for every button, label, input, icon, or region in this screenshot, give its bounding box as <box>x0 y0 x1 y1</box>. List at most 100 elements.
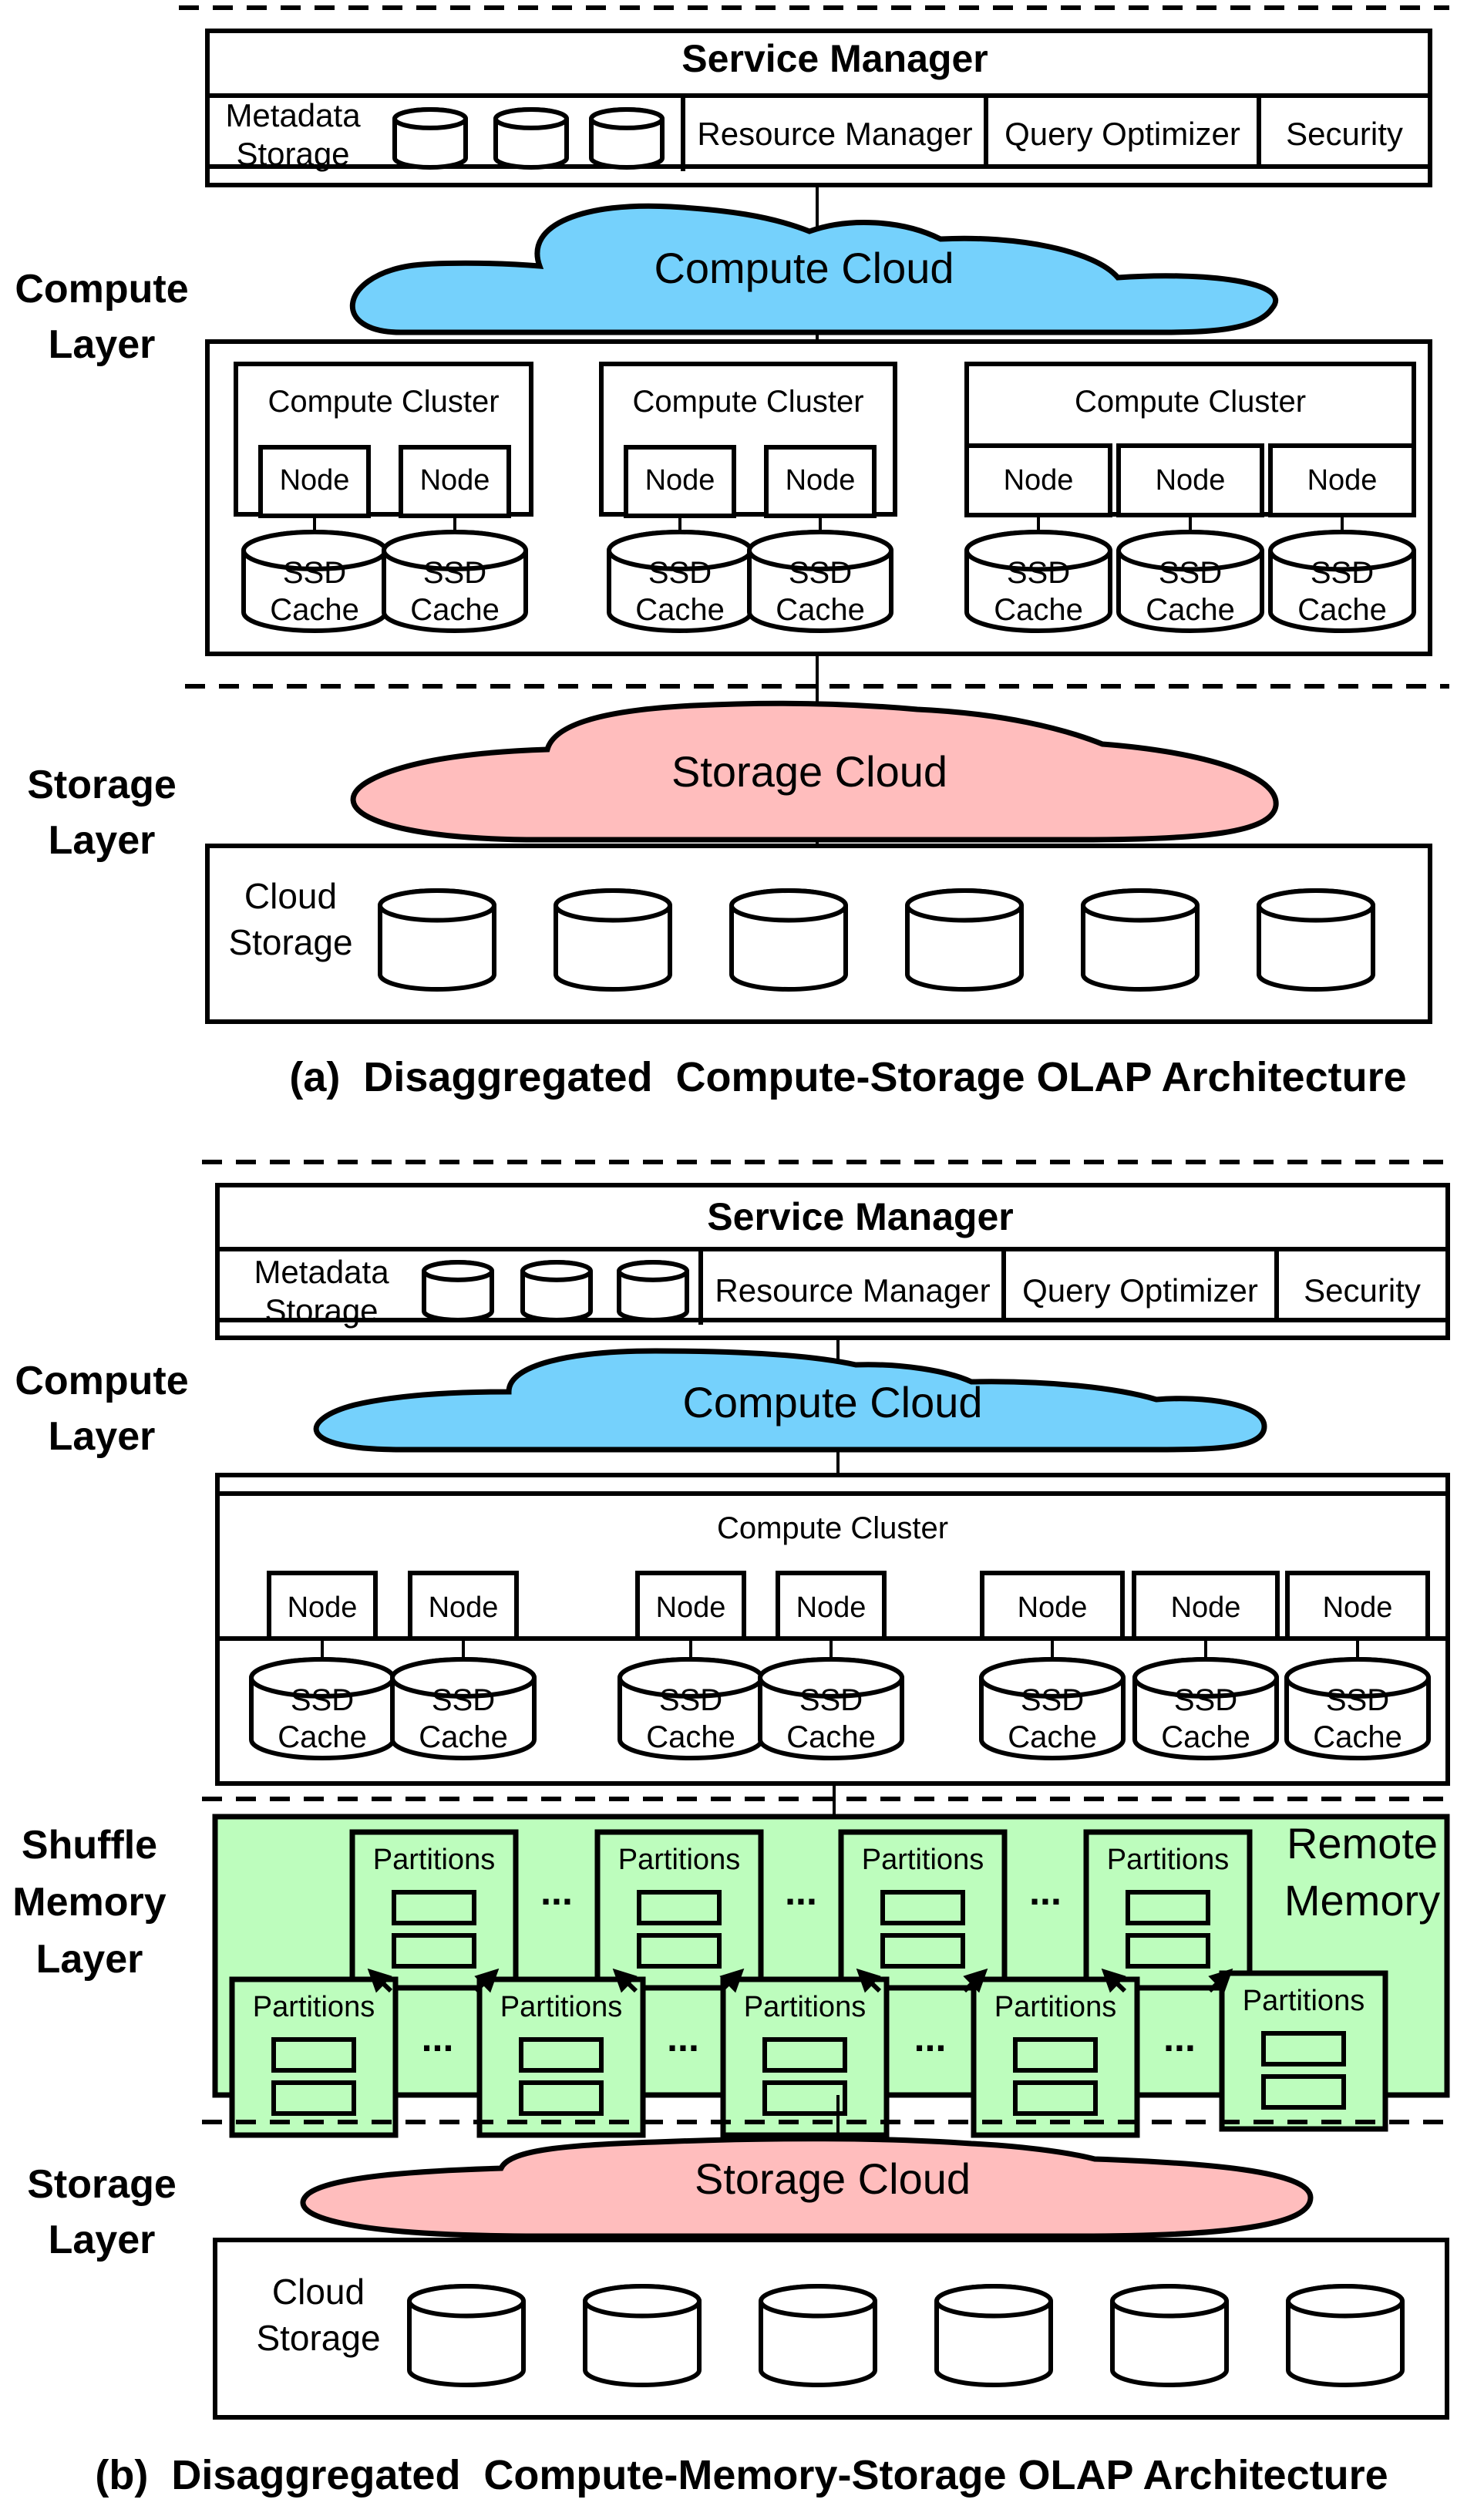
partitions-label: Partitions <box>994 1991 1116 2023</box>
ssd-cache-icon <box>747 530 893 633</box>
shuffle-arrow <box>1207 1968 1233 1993</box>
shuffle-arrow <box>1101 1968 1127 1993</box>
partition-slot <box>392 1933 476 1969</box>
partitions-label: Partitions <box>1243 1985 1365 2017</box>
resource-manager-label: Resource Manager <box>715 1272 990 1309</box>
ssd-cache-icon <box>607 530 753 633</box>
metadata-db-icon <box>422 1260 494 1322</box>
metadata-db-icon <box>520 1260 593 1322</box>
ssd-cache-icon <box>249 1657 395 1760</box>
node-label: Node <box>1156 464 1226 497</box>
partitions-label: Partitions <box>500 1991 622 2023</box>
ssd-cache-icon <box>1268 530 1416 633</box>
storage-db-icon <box>378 888 496 992</box>
partitions-label: Partitions <box>744 1991 866 2023</box>
node-label: Node <box>1018 1592 1088 1624</box>
node-label: Node <box>420 464 490 497</box>
node-label: Node <box>280 464 350 497</box>
node-label: Node <box>429 1592 499 1624</box>
partition-slot <box>271 2080 356 2116</box>
ellipsis: ... <box>540 1870 573 1913</box>
shuffle-arrow <box>612 1968 638 1993</box>
security-label: Security <box>1304 1272 1421 1309</box>
cloud-icon <box>313 1348 1267 1453</box>
shuffle-arrow <box>856 1968 882 1993</box>
node-label: Node <box>1004 464 1074 497</box>
partition-box: Partitions <box>971 1976 1140 2138</box>
ssd-cache-icon <box>1284 1657 1431 1760</box>
partition-slot <box>637 1890 722 1925</box>
compute-cloud: Compute Cloud <box>350 203 1279 335</box>
partition-box: Partitions <box>1219 1970 1388 2132</box>
node-label: Node <box>1307 464 1378 497</box>
ssd-cache-icon <box>964 530 1112 633</box>
ssd-cache-icon <box>1116 530 1264 633</box>
partition-slot <box>1261 2031 1346 2066</box>
storage-db-icon <box>934 2284 1053 2387</box>
storage-db-icon <box>759 2284 877 2387</box>
ssd-cache-icon <box>382 530 528 633</box>
shuffle-arrow <box>367 1968 393 1993</box>
shuffle-arrow <box>962 1968 988 1993</box>
partitions-label: Partitions <box>253 1991 375 2023</box>
metadata-db-icon <box>493 107 569 170</box>
resource-manager-label: Resource Manager <box>697 116 972 152</box>
storage-db-icon <box>729 888 848 992</box>
compute-cloud-label: Compute Cloud <box>682 1378 982 1426</box>
compute-cluster-label: Compute Cluster <box>268 385 499 419</box>
cloud-icon <box>350 700 1279 843</box>
query-optimizer-label: Query Optimizer <box>1022 1272 1258 1309</box>
metadata-databases <box>392 107 665 170</box>
node-label: Node <box>1171 1592 1241 1624</box>
ellipsis: ... <box>1163 2016 1196 2060</box>
metadata-databases <box>422 1260 689 1322</box>
compute-node: Node <box>764 445 877 540</box>
partition-slot <box>762 2037 847 2073</box>
storage-db-icon <box>583 2284 702 2387</box>
node-label: Node <box>645 464 715 497</box>
partitions-label: Partitions <box>862 1844 984 1876</box>
node-label: Node <box>288 1592 358 1624</box>
shuffle-arrow <box>473 1968 500 1993</box>
partition-slot <box>1013 2080 1098 2116</box>
compute-cloud-label: Compute Cloud <box>654 244 954 292</box>
ssd-cache-icon <box>241 530 388 633</box>
compute-cluster-label: Compute Cluster <box>717 1511 948 1545</box>
node-label: Node <box>1323 1592 1393 1624</box>
storage-db-icon <box>554 888 672 992</box>
storage-db-icon <box>1286 2284 1405 2387</box>
ellipsis: ... <box>1029 1870 1062 1913</box>
service-manager-title: Service Manager <box>681 37 988 80</box>
partition-slot <box>519 2080 604 2116</box>
storage-db-icon <box>1081 888 1200 992</box>
ssd-cache-icon <box>758 1657 904 1760</box>
ssd-cache-icon <box>617 1657 764 1760</box>
partition-slot <box>762 2080 847 2116</box>
metadata-db-icon <box>617 1260 689 1322</box>
compute-node: Node <box>964 443 1112 540</box>
storage-databases <box>378 888 1375 992</box>
partition-slot <box>1126 1890 1210 1925</box>
